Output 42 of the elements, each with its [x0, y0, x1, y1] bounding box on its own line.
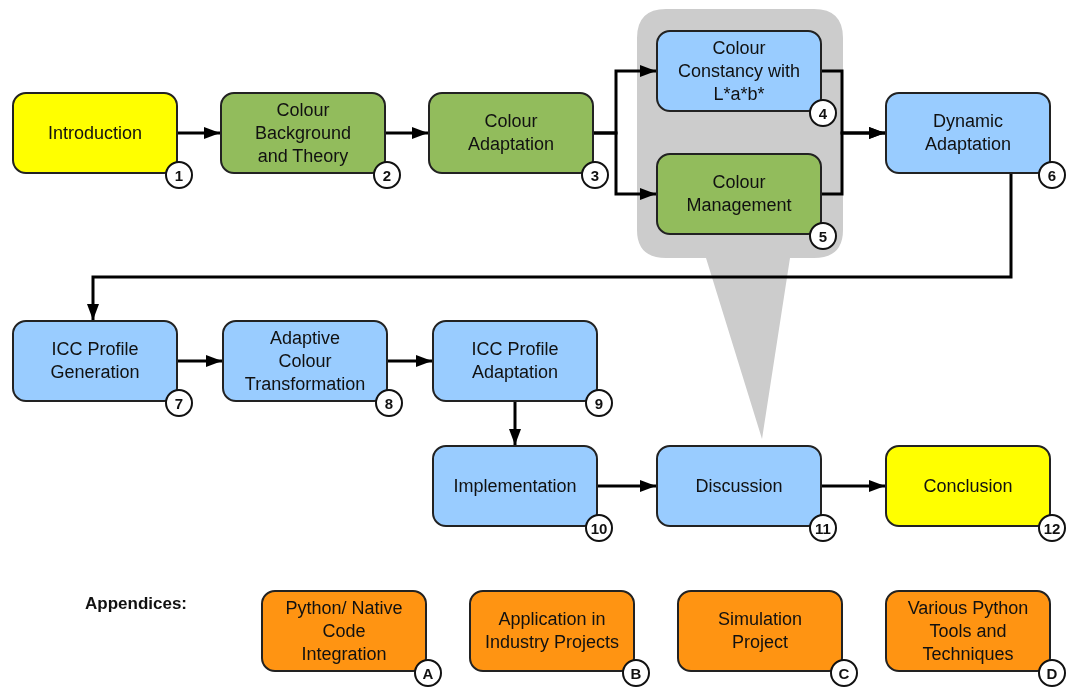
- node-label: Discussion: [695, 474, 783, 498]
- arrow: [822, 480, 885, 492]
- node-label: Implementation: [453, 474, 577, 498]
- step-number-badge: 5: [809, 222, 837, 250]
- node-label: Various Python Tools and Techniques: [906, 596, 1030, 666]
- step-number-badge: D: [1038, 659, 1066, 687]
- node-label: ICC Profile Generation: [49, 338, 141, 384]
- node-label: Python/ Native Code Integration: [284, 596, 404, 666]
- step-number-badge: 1: [165, 161, 193, 189]
- step-number-badge: 11: [809, 514, 837, 542]
- arrow: [87, 174, 1013, 320]
- step-number-badge: A: [414, 659, 442, 687]
- step-number-badge: 10: [585, 514, 613, 542]
- arrow: [822, 127, 885, 196]
- node-label: Application in Industry Projects: [483, 608, 621, 654]
- step-number-badge: 6: [1038, 161, 1066, 189]
- step-number-badge: 7: [165, 389, 193, 417]
- arrow: [386, 127, 428, 139]
- arrow: [178, 355, 222, 367]
- step-number-badge: 2: [373, 161, 401, 189]
- step-number-badge: 12: [1038, 514, 1066, 542]
- node-label: Colour Adaptation: [466, 110, 556, 156]
- arrow: [388, 355, 432, 367]
- node-label: Dynamic Adaptation: [923, 110, 1013, 156]
- arrow: [594, 131, 656, 200]
- node-label: Conclusion: [923, 474, 1013, 498]
- step-number-badge: 3: [581, 161, 609, 189]
- step-number-badge: 9: [585, 389, 613, 417]
- node-label: Colour Constancy with L*a*b*: [676, 36, 802, 106]
- node-label: Simulation Project: [716, 608, 803, 654]
- section-label: Appendices:: [85, 594, 188, 614]
- node-label: Introduction: [47, 121, 143, 145]
- step-number-badge: B: [622, 659, 650, 687]
- node-label: Colour Background and Theory: [253, 98, 353, 168]
- node-label: ICC Profile Adaptation: [470, 338, 560, 384]
- node-label: Colour Management: [685, 171, 793, 217]
- arrow: [509, 402, 521, 445]
- step-number-badge: C: [830, 659, 858, 687]
- arrow: [598, 480, 656, 492]
- node-label: Adaptive Colour Transformation: [244, 326, 366, 396]
- step-number-badge: 8: [375, 389, 403, 417]
- arrow: [178, 127, 220, 139]
